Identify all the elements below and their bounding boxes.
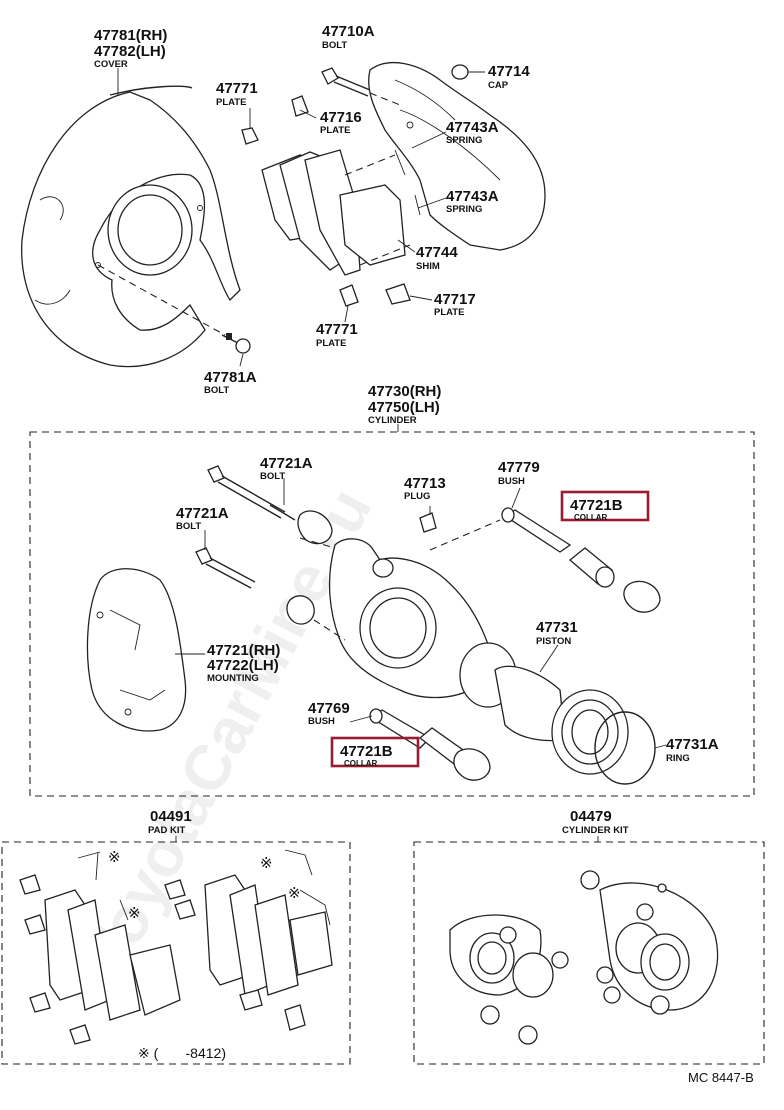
diagram-code: MC 8447-B [688, 1070, 754, 1085]
cylinder-kit-label: CYLINDER KIT [562, 825, 629, 836]
bolt-47721a-2-drawing [195, 547, 256, 589]
mounting-drawing [86, 568, 205, 732]
bolt-47781a-label: BOLT [204, 385, 229, 396]
bolt-47781a-drawing [221, 333, 251, 354]
small-plates-top-drawing [241, 95, 421, 307]
plate-47771-bottom-label: PLATE [316, 338, 346, 349]
cylinder-kit-parts-drawing [449, 870, 719, 1045]
plug-47713-drawing [419, 506, 437, 533]
bush-47769-number: 47769 [308, 700, 350, 717]
ring-47731a-drawing [594, 711, 667, 785]
spring-47743a-2-number: 47743A [446, 188, 499, 205]
pads-top-drawing [261, 149, 411, 276]
piston-47731-label: PISTON [536, 636, 571, 647]
piston-47731-number: 47731 [536, 619, 578, 636]
bush-47779-drawing [501, 507, 572, 553]
collar-47721b-1-drawing [568, 547, 661, 613]
cylinder-number-lh: 47750(LH) [368, 399, 440, 416]
cover-number-lh: 47782(LH) [94, 43, 166, 60]
bolt-47721a-2-number: 47721A [176, 505, 229, 522]
mounting-label: MOUNTING [207, 673, 259, 684]
piston-47731-drawing [459, 642, 629, 775]
bolt-47721a-2-label: BOLT [176, 521, 201, 532]
pad-kit-label: PAD KIT [148, 825, 185, 836]
collar-47721b-2-highlight [330, 736, 420, 768]
spring-47743a-1-number: 47743A [446, 119, 499, 136]
pad-kit-number: 04491 [150, 808, 192, 825]
shim-47744-label: SHIM [416, 261, 440, 272]
plate-47771-top-label: PLATE [216, 97, 246, 108]
cylinder-number-rh: 47730(RH) [368, 383, 441, 400]
bolt-47721a-1-label: BOLT [260, 471, 285, 482]
cylinder-body-drawing [286, 519, 501, 699]
plug-47713-number: 47713 [404, 475, 446, 492]
asterisk-mark: ※ [108, 849, 121, 866]
asterisk-mark: ※ [288, 885, 301, 902]
asterisk-mark: ※ [260, 855, 273, 872]
bolt-47721a-1-number: 47721A [260, 455, 313, 472]
plug-47713-label: PLUG [404, 491, 430, 502]
cap-47714-number: 47714 [488, 63, 530, 80]
collar-47721b-1-number: 47721B [570, 497, 623, 514]
collar-47721b-2-number: 47721B [340, 743, 393, 760]
mounting-number-lh: 47722(LH) [207, 657, 279, 674]
cylinder-kit-number: 04479 [570, 808, 612, 825]
cylinder-label: CYLINDER [368, 415, 417, 426]
footnote: ※ ( -8412) [138, 1045, 226, 1061]
bush-47769-label: BUSH [308, 716, 335, 727]
mounting-number-rh: 47721(RH) [207, 642, 280, 659]
plate-47717-label: PLATE [434, 307, 464, 318]
bolt-47710a-drawing [321, 67, 401, 106]
cap-47714-label: CAP [488, 80, 509, 91]
bush-47779-number: 47779 [498, 459, 540, 476]
bolt-47710a-label: BOLT [322, 40, 347, 51]
spring-47743a-2-label: SPRING [446, 204, 482, 215]
collar-47721b-1-highlight [560, 490, 650, 522]
plate-47716-label: PLATE [320, 125, 350, 136]
cylinder-kit-box [413, 841, 765, 1065]
ring-47731a-label: RING [666, 753, 690, 764]
cap-47714-drawing [451, 64, 485, 80]
collar-47721b-2-label: COLLAR [344, 759, 378, 768]
pad-kit-parts-drawing [19, 849, 333, 1045]
bolt-47721a-1-drawing [207, 465, 333, 545]
cover-number-rh: 47781(RH) [94, 27, 167, 44]
caliper-body-top-drawing [368, 62, 546, 251]
bolt-47710a-number: 47710A [322, 23, 375, 40]
leader-lines-cylinder [204, 478, 559, 723]
dust-cover-drawing [21, 85, 241, 368]
ring-47731a-number: 47731A [666, 736, 719, 753]
spring-47743a-1-label: SPRING [446, 135, 482, 146]
bolt-47781a-number: 47781A [204, 369, 257, 386]
shim-47744-number: 47744 [416, 244, 458, 261]
cylinder-assembly-box [29, 431, 755, 797]
plate-47717-number: 47717 [434, 291, 476, 308]
plate-47716-number: 47716 [320, 109, 362, 126]
plate-47771-bottom-number: 47771 [316, 321, 358, 338]
collar-47721b-1-label: COLLAR [574, 513, 608, 522]
asterisk-mark: ※ [128, 905, 141, 922]
collar-47721b-2-drawing [418, 727, 491, 781]
leader-lines-top [117, 68, 447, 367]
bush-47779-label: BUSH [498, 476, 525, 487]
cover-label: COVER [94, 59, 128, 70]
plate-47771-top-number: 47771 [216, 80, 258, 97]
